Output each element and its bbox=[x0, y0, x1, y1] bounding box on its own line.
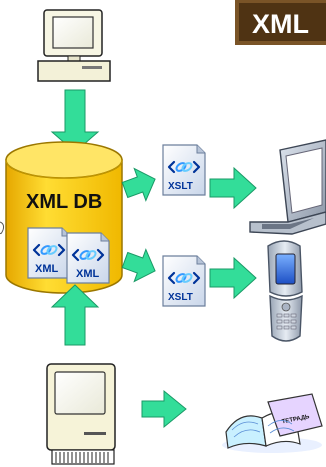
xml-badge: XML bbox=[235, 0, 326, 45]
arrow-db-to-xslt-top bbox=[121, 167, 156, 202]
arrow-db-to-xslt-bottom bbox=[121, 248, 156, 283]
mobile-phone-icon bbox=[267, 240, 303, 342]
desktop-computer-icon bbox=[37, 9, 111, 82]
xml-document-icon: XML bbox=[26, 226, 72, 280]
connector-curl bbox=[0, 221, 5, 235]
xml-badge-label: XML bbox=[252, 9, 309, 39]
xml-document-label: XML bbox=[35, 263, 59, 275]
laptop-icon bbox=[249, 139, 326, 235]
xslt-document-label: XSLT bbox=[168, 181, 193, 192]
open-book-icon: ТЕТРАДЬ bbox=[222, 393, 323, 453]
xml-document-label: XML bbox=[76, 268, 100, 280]
arrow-mac-to-book bbox=[141, 389, 187, 429]
arrow-up-bottom bbox=[50, 284, 100, 346]
database-label: XML DB bbox=[26, 191, 102, 213]
xslt-document-icon-top: XSLT bbox=[161, 143, 207, 197]
xml-document-icon-front: XML bbox=[65, 231, 111, 285]
arrow-xslt-to-phone bbox=[209, 257, 257, 299]
book-label: ТЕТРАДЬ bbox=[281, 414, 310, 425]
xslt-document-icon-bottom: XSLT bbox=[161, 254, 207, 308]
mac-computer-icon bbox=[46, 363, 116, 465]
xslt-document-label: XSLT bbox=[168, 292, 193, 303]
arrow-xslt-to-laptop bbox=[209, 167, 257, 209]
